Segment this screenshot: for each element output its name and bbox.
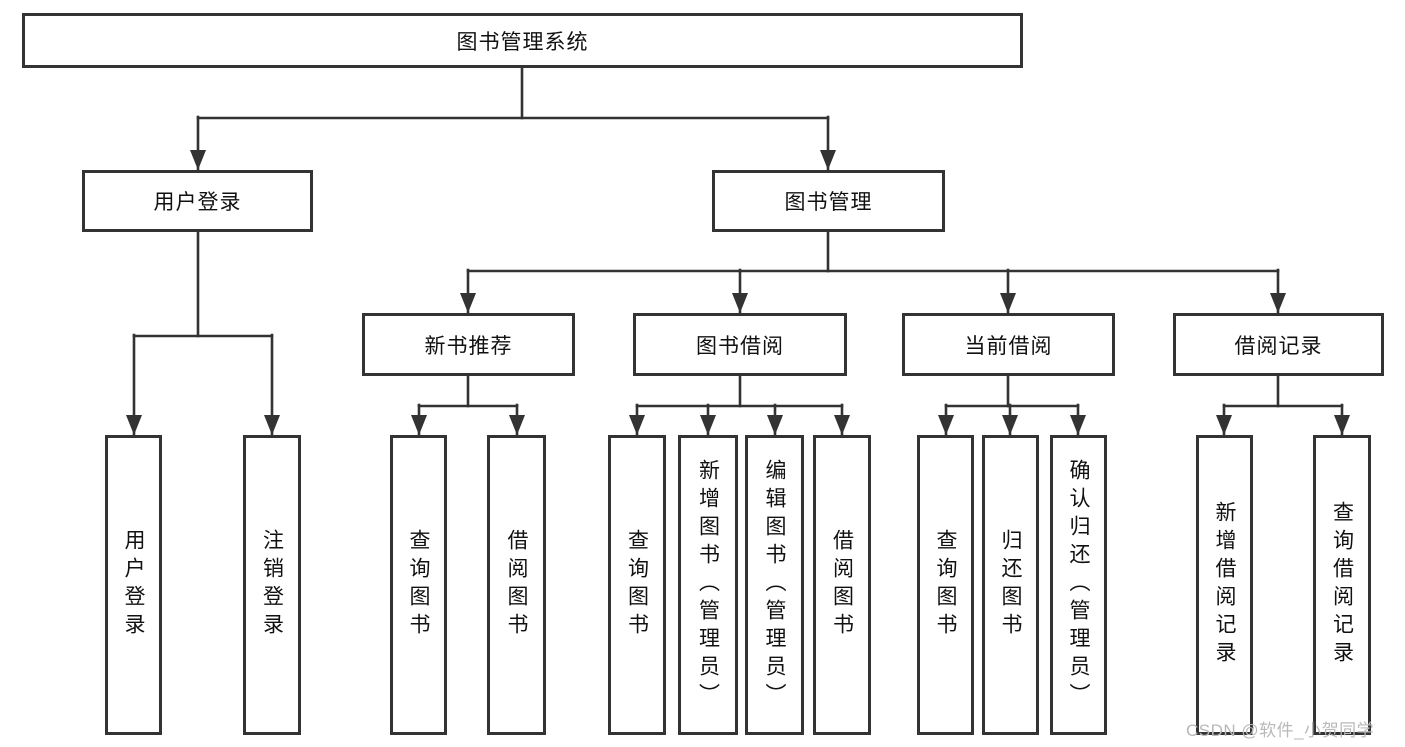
node-book-borrowing: 图书借阅 xyxy=(633,313,847,376)
leaf-confirm-return-admin-label: 确认归还（管理员） xyxy=(1067,459,1090,711)
leaf-add-borrow-record-label: 新增借阅记录 xyxy=(1213,501,1236,669)
leaf-return-books: 归还图书 xyxy=(982,435,1039,735)
leaf-newbook-borrow-books-label: 借阅图书 xyxy=(505,529,528,641)
node-current-borrowing-label: 当前借阅 xyxy=(964,334,1053,358)
leaf-borrow-query-books-label: 查询图书 xyxy=(625,529,649,641)
node-library-management-system-label: 图书管理系统 xyxy=(456,30,589,54)
leaf-newbook-query-books-label: 查询图书 xyxy=(407,529,430,641)
leaf-newbook-borrow-books: 借阅图书 xyxy=(487,435,546,735)
leaf-edit-books-admin-label: 编辑图书（管理员） xyxy=(763,459,786,711)
leaf-current-query-books: 查询图书 xyxy=(917,435,974,735)
leaf-add-books-admin: 新增图书（管理员） xyxy=(678,435,738,735)
connector-userlogin-to-leaves xyxy=(126,228,280,437)
leaf-confirm-return-admin: 确认归还（管理员） xyxy=(1050,435,1107,735)
node-new-book-recommendation-label: 新书推荐 xyxy=(424,334,513,358)
connector-root-to-level2 xyxy=(190,64,836,172)
leaf-borrow-query-books: 查询图书 xyxy=(608,435,666,735)
connector-newbook-to-leaves xyxy=(411,373,525,437)
node-book-management: 图书管理 xyxy=(712,170,945,232)
leaf-query-borrow-record-label: 查询借阅记录 xyxy=(1330,501,1354,669)
node-book-management-label: 图书管理 xyxy=(784,191,873,214)
node-new-book-recommendation: 新书推荐 xyxy=(362,313,575,376)
leaf-return-books-label: 归还图书 xyxy=(999,529,1022,641)
leaf-add-borrow-record: 新增借阅记录 xyxy=(1196,435,1253,735)
node-current-borrowing: 当前借阅 xyxy=(902,313,1115,376)
connector-borrowrecords-to-leaves xyxy=(1216,373,1350,437)
node-book-borrowing-label: 图书借阅 xyxy=(696,334,784,358)
node-borrowing-records: 借阅记录 xyxy=(1173,313,1384,376)
node-user-login: 用户登录 xyxy=(82,170,313,232)
leaf-user-login-label: 用户登录 xyxy=(122,529,145,641)
leaf-edit-books-admin: 编辑图书（管理员） xyxy=(745,435,804,735)
node-borrowing-records-label: 借阅记录 xyxy=(1234,334,1323,358)
node-library-management-system: 图书管理系统 xyxy=(22,13,1023,68)
node-user-login-label: 用户登录 xyxy=(153,191,242,214)
leaf-borrow-books-label: 借阅图书 xyxy=(830,529,854,641)
connector-bookborrow-to-leaves xyxy=(629,373,850,437)
leaf-user-login: 用户登录 xyxy=(105,435,162,735)
leaf-add-books-admin-label: 新增图书（管理员） xyxy=(696,459,720,711)
leaf-newbook-query-books: 查询图书 xyxy=(390,435,447,735)
connector-bookmgmt-to-level3 xyxy=(460,229,1286,315)
leaf-logout-label: 注销登录 xyxy=(260,529,284,641)
csdn-watermark: CSDN @软件_小贺同学 xyxy=(1186,721,1375,740)
leaf-query-borrow-record: 查询借阅记录 xyxy=(1313,435,1371,735)
connector-currentborrow-to-leaves xyxy=(938,373,1086,437)
leaf-borrow-books: 借阅图书 xyxy=(813,435,871,735)
leaf-current-query-books-label: 查询图书 xyxy=(934,529,957,641)
leaf-logout: 注销登录 xyxy=(243,435,301,735)
